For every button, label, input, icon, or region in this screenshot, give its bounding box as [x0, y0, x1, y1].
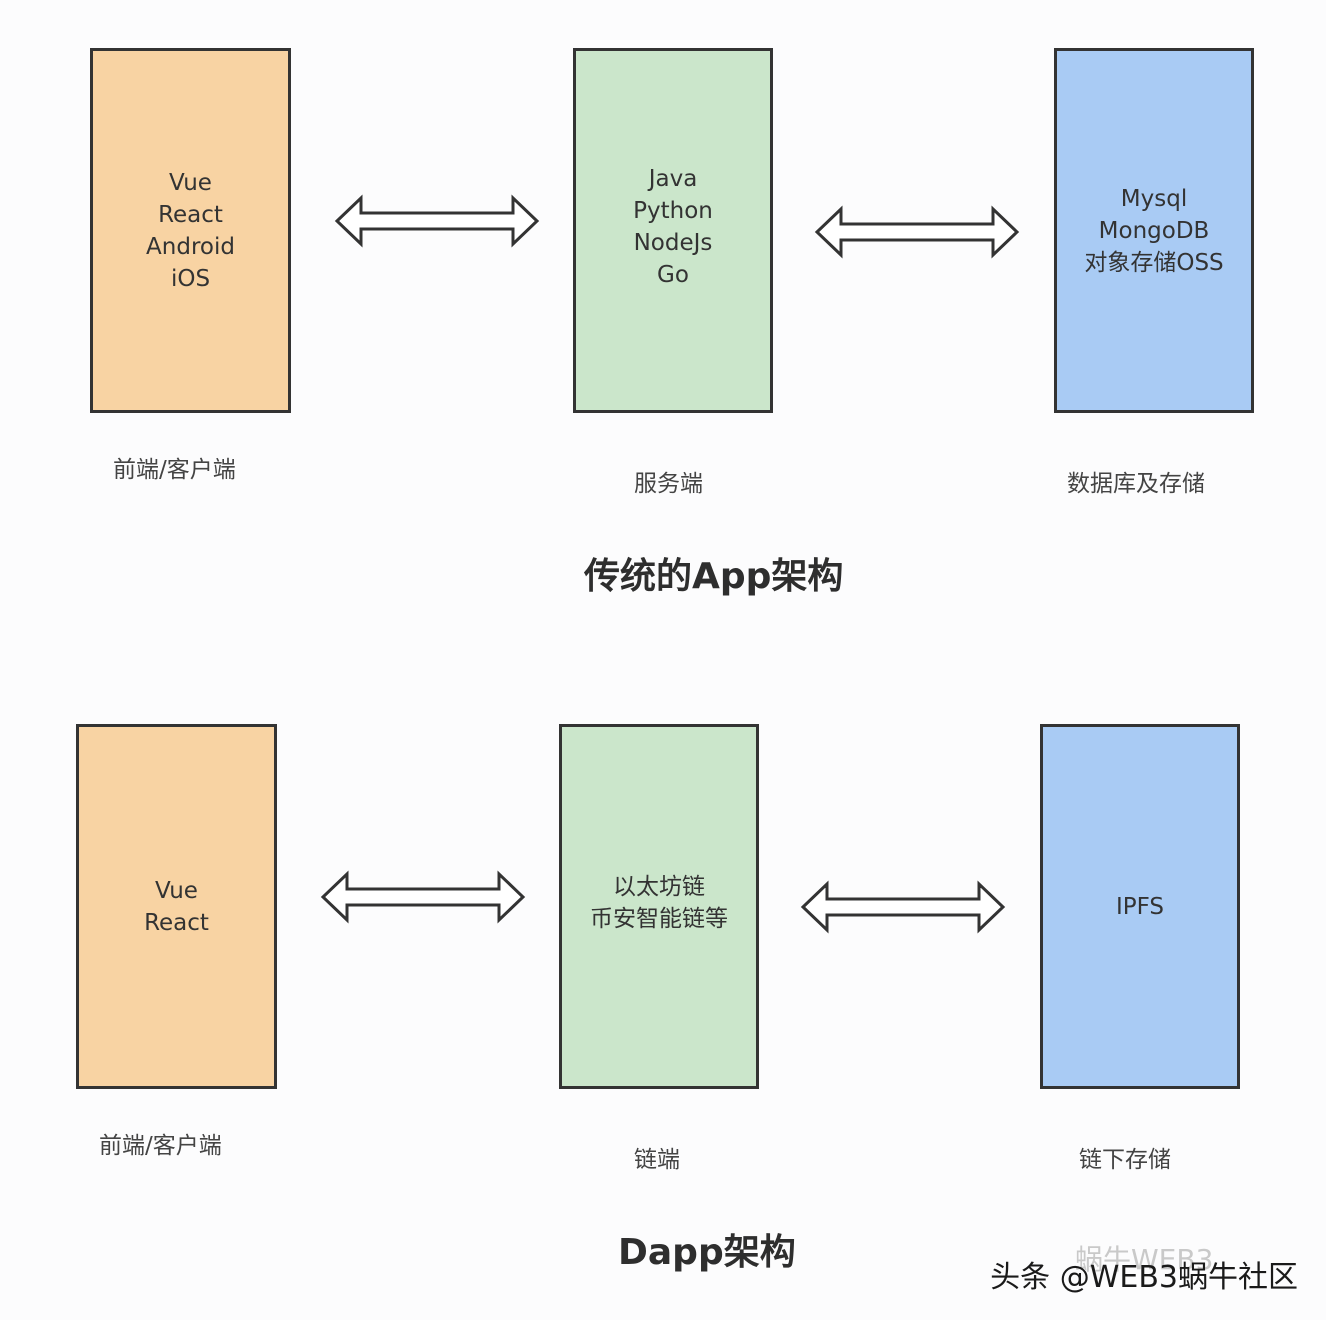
traditional-frontend-label: 前端/客户端	[113, 457, 236, 483]
box-line: Python	[633, 197, 713, 224]
box-line: Vue	[155, 877, 198, 904]
double-arrow-icon	[800, 880, 1006, 934]
box-line: NodeJs	[633, 229, 713, 256]
dapp-frontend-box: Vue React	[76, 724, 277, 1089]
traditional-server-box: Java Python NodeJs Go	[573, 48, 773, 413]
dapp-chain-label: 链端	[634, 1147, 680, 1173]
box-line: iOS	[170, 265, 211, 292]
double-arrow-icon	[334, 194, 540, 248]
box-line: 币安智能链等	[590, 905, 728, 932]
double-arrow-icon	[320, 870, 526, 924]
dapp-frontend-label: 前端/客户端	[99, 1133, 222, 1159]
box-line: MongoDB	[1098, 217, 1210, 244]
double-arrow-icon	[814, 205, 1020, 259]
box-line: Go	[657, 261, 689, 288]
traditional-storage-label: 数据库及存储	[1067, 471, 1205, 497]
box-line: 以太坊链	[613, 873, 705, 900]
dapp-storage-box: IPFS	[1040, 724, 1240, 1089]
box-line: Vue	[169, 169, 212, 196]
box-line: IPFS	[1115, 893, 1165, 920]
box-line: React	[158, 201, 223, 228]
watermark: 头条 @WEB3蜗牛社区	[990, 1260, 1298, 1295]
dapp-title: Dapp架构	[618, 1232, 796, 1273]
dapp-storage-label: 链下存储	[1079, 1147, 1171, 1173]
box-line: 对象存储OSS	[1084, 249, 1224, 276]
traditional-storage-box: Mysql MongoDB 对象存储OSS	[1054, 48, 1254, 413]
watermark-ghost: 蜗牛WEB3	[1075, 1243, 1214, 1276]
box-line: React	[144, 909, 209, 936]
traditional-title: 传统的App架构	[584, 556, 844, 597]
box-line: Android	[146, 233, 235, 260]
box-line: Mysql	[1120, 185, 1188, 212]
traditional-server-label: 服务端	[634, 471, 703, 497]
dapp-chain-box: 以太坊链 币安智能链等	[559, 724, 759, 1089]
box-line: Java	[648, 165, 698, 192]
traditional-frontend-box: Vue React Android iOS	[90, 48, 291, 413]
